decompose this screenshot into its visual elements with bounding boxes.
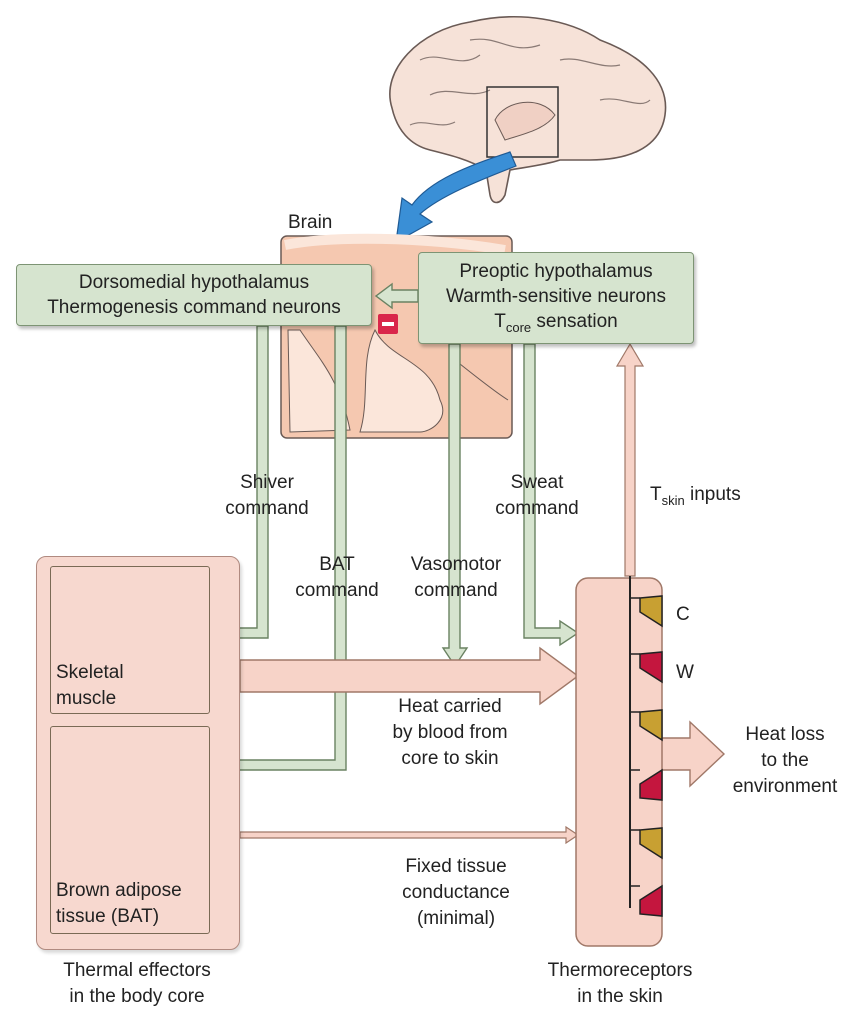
fixed-conductance-arrow — [239, 825, 580, 845]
tskin-input-arrow — [615, 342, 645, 577]
heat-carried-arrow — [239, 646, 580, 706]
brain-zoom-arrow — [395, 151, 517, 244]
poa-line3: Tcore sensation — [494, 311, 618, 335]
skin-panel — [575, 577, 663, 947]
warm-receptor-label: W — [676, 662, 694, 683]
brain-label: Brain — [288, 212, 333, 233]
dmh-box: Dorsomedial hypothalamus Thermogenesis c… — [16, 264, 372, 326]
poa-line1: Preoptic hypothalamus — [459, 261, 653, 282]
skeletal-muscle-box — [50, 566, 210, 714]
heat-loss-arrow — [659, 720, 726, 788]
tskin-inputs-label: Tskin inputs — [650, 484, 741, 508]
dmh-line2: Thermogenesis command neurons — [47, 297, 341, 318]
brain-illustration — [389, 16, 667, 204]
poa-box: Preoptic hypothalamus Warmth-sensitive n… — [418, 252, 694, 344]
bat-box — [50, 726, 210, 934]
inhibition-sign — [378, 314, 398, 334]
receptors — [630, 595, 663, 917]
cold-receptor-label: C — [676, 604, 690, 625]
poa-line2: Warmth-sensitive neurons — [446, 286, 666, 307]
effectors-panel — [36, 556, 240, 950]
dmh-line1: Dorsomedial hypothalamus — [78, 272, 310, 293]
